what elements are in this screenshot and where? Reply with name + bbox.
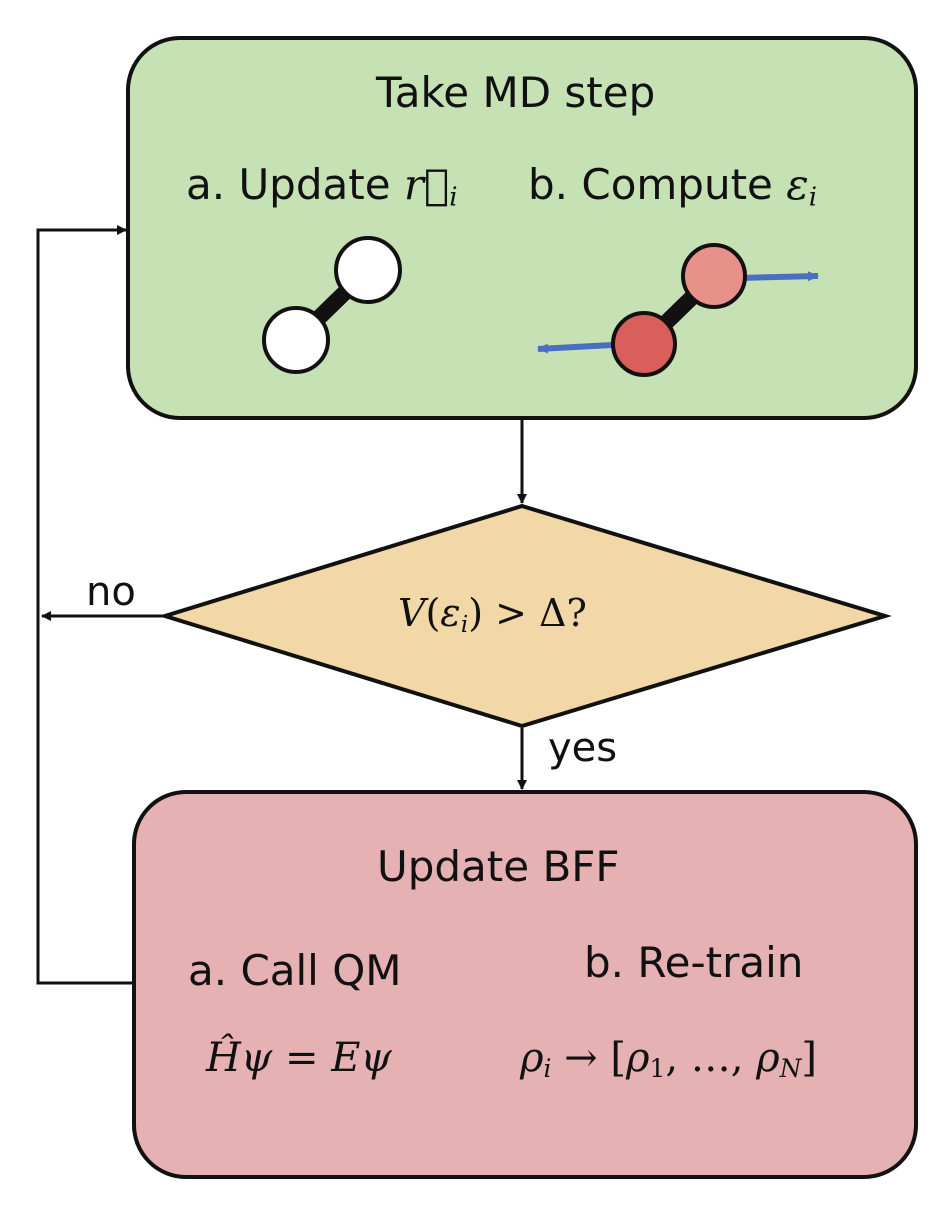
red-molecule-icon: [537, 243, 819, 377]
call-qm-label: a. Call QM: [188, 946, 402, 995]
position-vector: r⃗i: [403, 160, 458, 213]
md-step-compute-label: b. Compute εi: [528, 164, 817, 211]
force-arrow-right-icon: [739, 271, 819, 282]
compute-prefix: b. Compute: [528, 160, 773, 209]
no-label: no: [86, 569, 136, 615]
white-molecule-icon: [262, 236, 402, 374]
retrain-equation: ρi → [ρ1, …, ρN]: [520, 1035, 817, 1084]
retrain-label: b. Re-train: [584, 938, 804, 987]
bff-title: Update BFF: [377, 842, 620, 891]
energy-symbol: εi: [786, 160, 818, 213]
schrodinger-equation: Ĥψ = Eψ: [206, 1035, 392, 1081]
decision-condition: V(εi) > Δ?: [398, 591, 587, 638]
update-prefix: a. Update: [186, 160, 391, 209]
yes-label: yes: [548, 725, 618, 771]
decision-diamond: [158, 503, 892, 729]
md-step-update-label: a. Update r⃗i: [186, 164, 458, 211]
force-arrow-left-icon: [537, 342, 613, 354]
feedback-loop-line: [36, 225, 134, 985]
md-step-title: Take MD step: [376, 68, 656, 117]
